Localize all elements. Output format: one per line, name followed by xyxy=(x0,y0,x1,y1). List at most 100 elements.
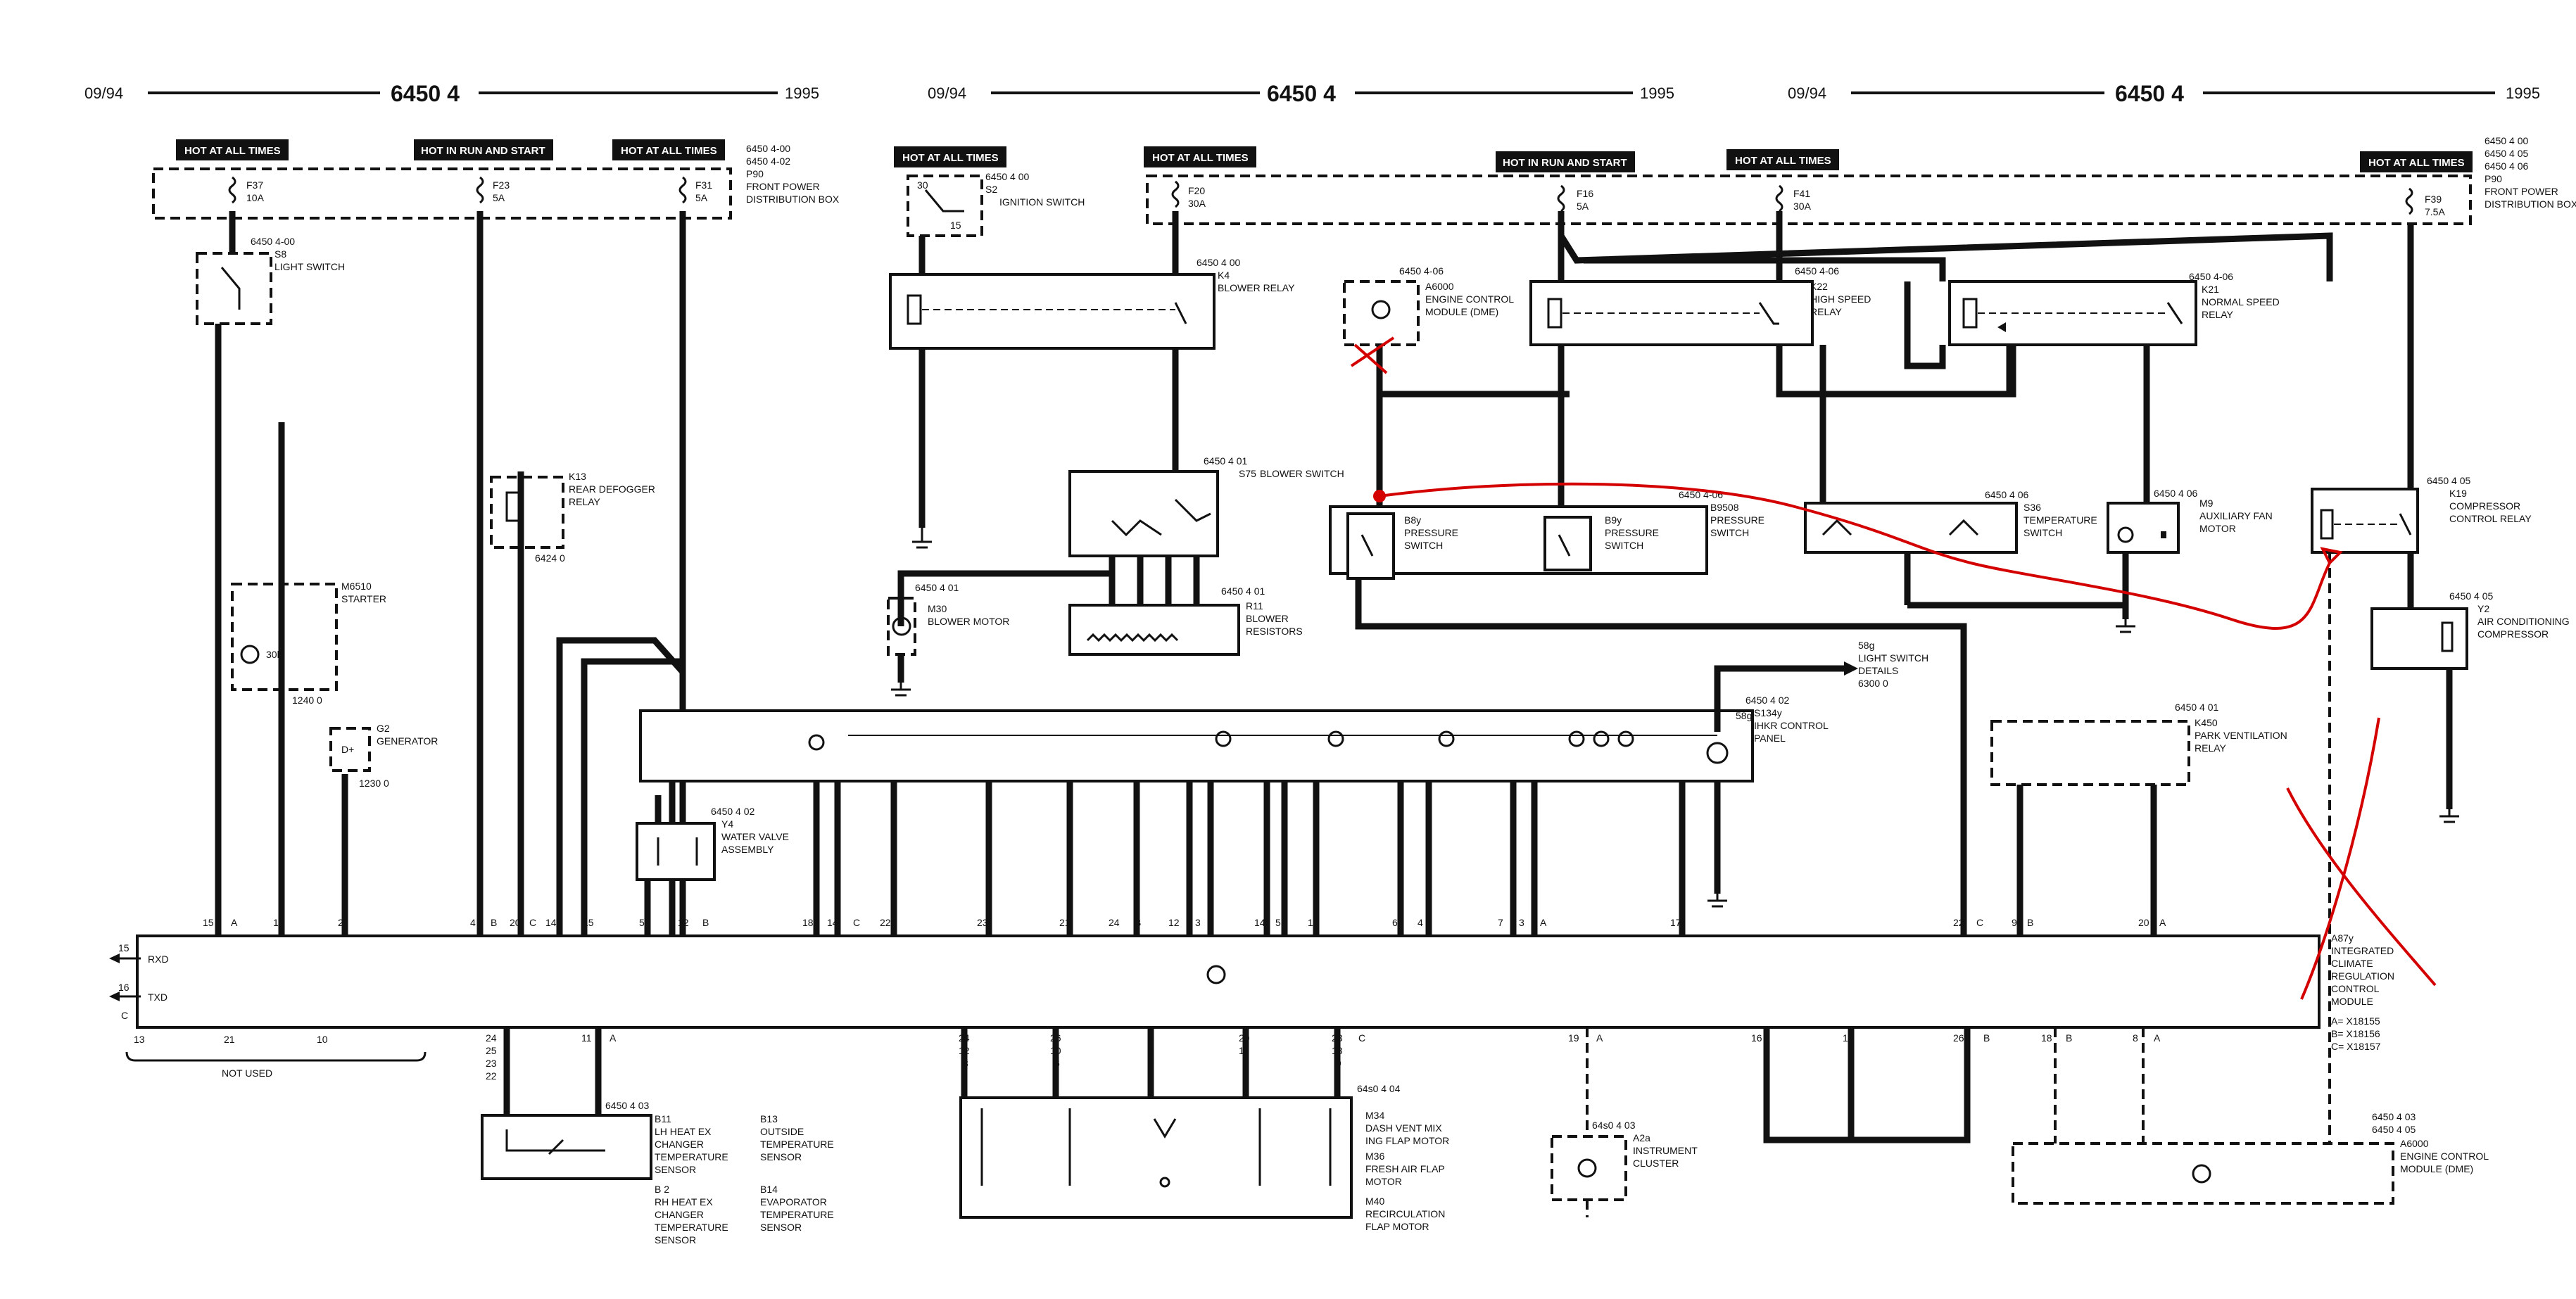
svg-text:TEMPERATURE: TEMPERATURE xyxy=(760,1209,834,1220)
svg-text:12: 12 xyxy=(678,917,689,928)
svg-text:SENSOR: SENSOR xyxy=(760,1151,802,1162)
svg-text:RECIRCULATION: RECIRCULATION xyxy=(1365,1208,1445,1219)
svg-text:HOT IN RUN AND START: HOT IN RUN AND START xyxy=(1503,157,1627,169)
svg-text:GENERATOR: GENERATOR xyxy=(377,735,438,747)
svg-text:4: 4 xyxy=(470,917,476,928)
svg-text:1240 0: 1240 0 xyxy=(292,695,322,706)
svg-text:14: 14 xyxy=(1254,917,1265,928)
svg-text:K19: K19 xyxy=(2449,488,2467,499)
blower-switch-s75: 6450 4 01 S75 BLOWER SWITCH xyxy=(1068,455,1344,557)
svg-text:EVAPORATOR: EVAPORATOR xyxy=(760,1196,827,1208)
water-valve-y4: 6450 4 02 Y4 WATER VALVE ASSEMBLY xyxy=(636,806,789,881)
fuse-f39: F39 7.5A xyxy=(2405,187,2445,217)
svg-text:F37: F37 xyxy=(246,179,263,191)
svg-text:LIGHT SWITCH: LIGHT SWITCH xyxy=(274,261,345,272)
svg-text:6450 4 05: 6450 4 05 xyxy=(2485,148,2528,159)
front-power-distribution-box-right xyxy=(1146,175,2472,225)
svg-text:A87y: A87y xyxy=(2331,932,2354,944)
svg-text:S75: S75 xyxy=(1239,468,1256,479)
svg-text:MOTOR: MOTOR xyxy=(2199,523,2236,534)
svg-text:LH HEAT EX: LH HEAT EX xyxy=(655,1126,712,1137)
svg-text:14: 14 xyxy=(827,917,838,928)
blower-relay-k4: 6450 4 00 K4 BLOWER RELAY xyxy=(889,257,1295,350)
svg-text:SWITCH: SWITCH xyxy=(1710,527,1749,538)
svg-text:20: 20 xyxy=(1239,1032,1250,1044)
svg-text:B 2: B 2 xyxy=(655,1184,669,1195)
svg-text:A: A xyxy=(2154,1032,2161,1044)
svg-text:5A: 5A xyxy=(695,192,708,203)
svg-text:Y2: Y2 xyxy=(2477,603,2489,614)
svg-text:6450 4 03: 6450 4 03 xyxy=(2372,1111,2416,1122)
svg-text:STARTER: STARTER xyxy=(341,593,386,604)
svg-text:6450 4-02: 6450 4-02 xyxy=(746,156,790,167)
svg-text:CLIMATE: CLIMATE xyxy=(2331,958,2373,969)
hot-at-all-times-badge: HOT AT ALL TIMES xyxy=(1144,146,1256,167)
center-wiring xyxy=(897,211,1200,683)
svg-text:11: 11 xyxy=(581,1032,592,1044)
svg-text:22: 22 xyxy=(880,917,891,928)
svg-text:A2a: A2a xyxy=(1633,1132,1650,1143)
svg-text:PARK VENTILATION: PARK VENTILATION xyxy=(2195,730,2287,741)
svg-text:B11: B11 xyxy=(655,1113,671,1124)
svg-text:18: 18 xyxy=(2041,1032,2052,1044)
svg-text:PRESSURE: PRESSURE xyxy=(1605,527,1659,538)
svg-text:B14: B14 xyxy=(760,1184,778,1195)
svg-text:HOT IN RUN AND START: HOT IN RUN AND START xyxy=(421,145,545,157)
svg-text:B: B xyxy=(491,917,497,928)
blower-resistors-r11: 6450 4 01 R11 BLOWER RESISTORS xyxy=(1068,585,1303,656)
svg-text:3: 3 xyxy=(1149,1045,1154,1056)
light-switch-s8: 6450 4-00 S8 LIGHT SWITCH xyxy=(196,236,345,325)
svg-text:A: A xyxy=(1596,1032,1603,1044)
header-center: 09/94 6450 4 1995 xyxy=(928,81,1674,106)
hot-in-run-and-start-badge: HOT IN RUN AND START xyxy=(414,139,553,160)
ground-symbol xyxy=(891,683,911,697)
svg-text:6450 4 01: 6450 4 01 xyxy=(1204,455,1247,467)
svg-text:A: A xyxy=(2159,917,2166,928)
svg-text:CHANGER: CHANGER xyxy=(655,1139,704,1150)
hot-in-run-and-start-badge: HOT IN RUN AND START xyxy=(1496,151,1635,172)
svg-text:MODULE: MODULE xyxy=(2331,996,2373,1007)
svg-text:SWITCH: SWITCH xyxy=(2023,527,2062,538)
svg-text:17: 17 xyxy=(1670,917,1681,928)
svg-text:BLOWER: BLOWER xyxy=(1246,613,1289,624)
svg-text:K21: K21 xyxy=(2202,284,2219,295)
svg-text:9: 9 xyxy=(1336,1058,1341,1069)
svg-text:13: 13 xyxy=(1332,1045,1343,1056)
starter-m6510: 30h M6510 STARTER 1240 0 xyxy=(231,581,386,706)
svg-text:6424 0: 6424 0 xyxy=(535,552,565,564)
header-right-code: 6450 4 xyxy=(2115,81,2184,106)
header-center-year: 1995 xyxy=(1640,84,1674,102)
svg-text:20: 20 xyxy=(2138,917,2149,928)
svg-text:11: 11 xyxy=(1239,1045,1249,1056)
svg-text:RELAY: RELAY xyxy=(2195,742,2227,754)
svg-text:17: 17 xyxy=(1843,1032,1854,1044)
svg-text:B: B xyxy=(2027,917,2033,928)
svg-text:G2: G2 xyxy=(377,723,390,734)
left-wiring xyxy=(215,211,686,936)
svg-text:A6000: A6000 xyxy=(1425,281,1454,292)
fuse-f31: F31 5A xyxy=(678,176,712,204)
rear-defogger-relay-k13: K13 REAR DEFOGGER RELAY 6424 0 xyxy=(490,471,655,564)
svg-text:FRONT POWER: FRONT POWER xyxy=(2485,186,2558,197)
flap-motor-wiring: 24 12 8 26 10 6 2 3 1 20 11 7 23 13 9 C xyxy=(959,1027,1365,1098)
svg-text:2: 2 xyxy=(338,917,343,928)
hot-at-all-times-badge: HOT AT ALL TIMES xyxy=(1726,149,1839,170)
header-right-date: 09/94 xyxy=(1788,84,1826,102)
integrated-climate-regulation-control-module-a87y: A87y INTEGRATED CLIMATE REGULATION CONTR… xyxy=(136,932,2394,1052)
svg-text:6450 4-06: 6450 4-06 xyxy=(2189,271,2233,282)
svg-text:NOT USED: NOT USED xyxy=(222,1067,272,1079)
svg-text:C: C xyxy=(1358,1032,1365,1044)
svg-text:22: 22 xyxy=(486,1070,497,1082)
svg-text:6450 4-06: 6450 4-06 xyxy=(1795,265,1839,277)
svg-text:8: 8 xyxy=(963,1058,968,1069)
svg-text:RESISTORS: RESISTORS xyxy=(1246,626,1303,637)
svg-text:C: C xyxy=(529,917,536,928)
module-serial-pins: RXD TXD 15 16 C xyxy=(109,942,169,1021)
svg-text:RELAY: RELAY xyxy=(569,496,601,507)
svg-text:S134y: S134y xyxy=(1754,707,1782,718)
svg-text:14: 14 xyxy=(545,917,557,928)
ground-symbol xyxy=(2116,619,2135,633)
svg-text:15: 15 xyxy=(118,942,130,953)
ignition-switch-s2: 30 15 6450 4 00 S2 IGNITION SWITCH xyxy=(907,171,1085,237)
svg-text:19: 19 xyxy=(1568,1032,1579,1044)
